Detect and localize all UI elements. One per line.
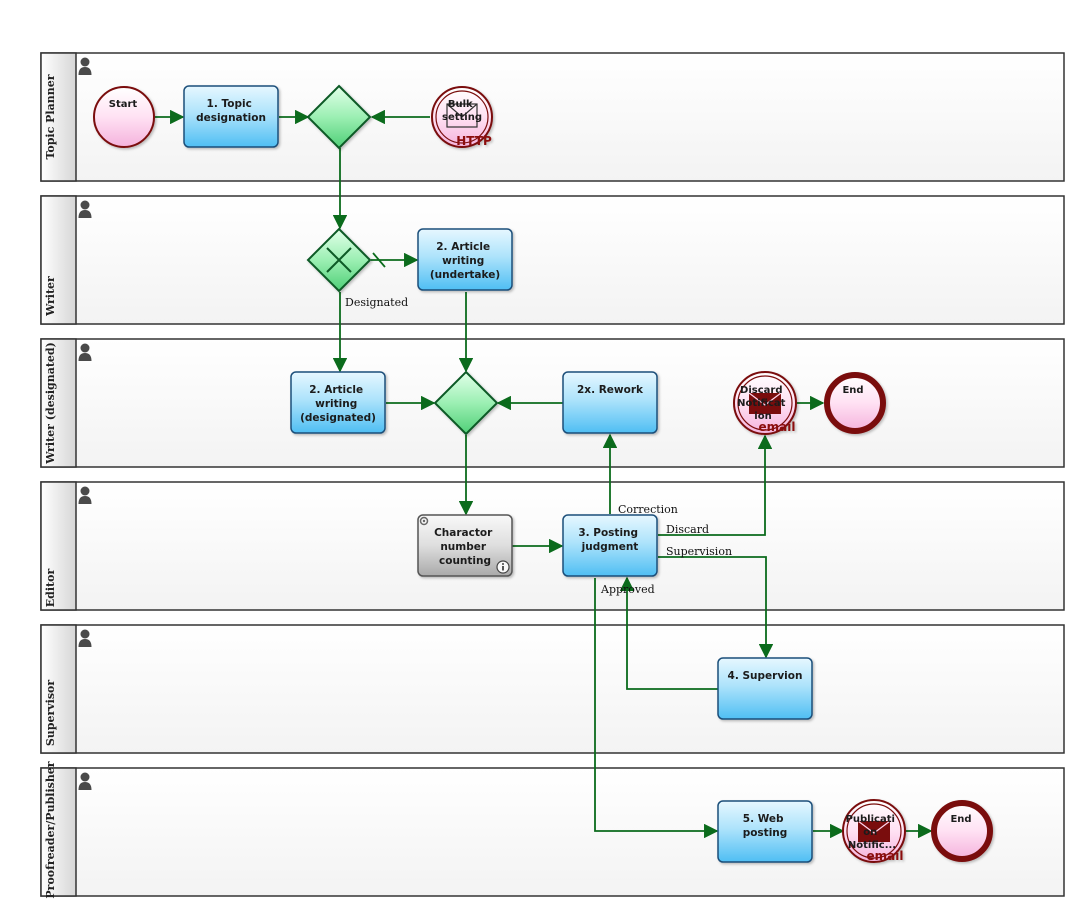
task-label-line: 2x. Rework — [577, 384, 644, 396]
task-posting-judgment[interactable]: 3. Posting judgment — [562, 514, 658, 577]
lane-title-supervisor: Supervisor — [44, 680, 57, 747]
lane-writer: Writer — [40, 195, 1065, 325]
svg-text:2. Article writing: 2. Article writing (designated) — [300, 384, 376, 424]
start-event-label: Start — [109, 99, 138, 110]
event-label-line: Discard — [740, 385, 782, 396]
flow-label-approved: Approved — [600, 583, 655, 596]
svg-text:2. Article writing: 2. Article writing (undertake) — [430, 241, 500, 281]
task-label-line: designation — [196, 112, 266, 124]
flow-label-supervision: Supervision — [666, 545, 732, 558]
user-icon — [78, 772, 92, 790]
parallel-gateway-top[interactable] — [306, 84, 372, 150]
event-label-line: ion — [754, 411, 771, 422]
svg-text:4. Supervion: 4. Supervion — [728, 670, 803, 682]
lane-title-writer: Writer — [44, 276, 57, 317]
sequence-flows — [155, 109, 933, 839]
flow-label-discard: Discard — [666, 523, 709, 536]
flow-label-designated: Designated — [345, 296, 408, 309]
end-event-label: End — [950, 814, 971, 825]
end-event-label: End — [842, 385, 863, 396]
envelope-icon — [446, 103, 478, 128]
flow-supervion-to-judgment[interactable] — [619, 576, 718, 690]
task-label-line: (designated) — [300, 412, 376, 424]
end-event-discard[interactable]: End — [824, 372, 886, 434]
task-label-line: Charactor — [434, 527, 493, 539]
task-label-line: number — [440, 541, 487, 553]
start-event[interactable]: Start — [93, 86, 155, 148]
task-rework[interactable]: 2x. Rework — [562, 371, 658, 434]
task-label-line: 2. Article — [309, 384, 363, 396]
svg-text:1. Topic designation: 1. Topic designation — [196, 98, 266, 124]
task-label-line: writing — [442, 255, 484, 267]
event-label-line: setting — [442, 112, 482, 123]
lane-title-writer-designated: Writer (designated) — [44, 342, 57, 465]
task-char-count[interactable]: Charactor number counting — [417, 514, 513, 577]
exclusive-gateway-writer[interactable] — [306, 227, 372, 293]
svg-text:Bulk setting: Bulk setting — [442, 99, 482, 123]
flow-judgment-to-supervion[interactable] — [658, 556, 774, 659]
user-icon — [78, 629, 92, 647]
task-label-line: 1. Topic — [207, 98, 252, 110]
svg-text:Publicati on Notif: Publicati on Notific... — [846, 814, 899, 851]
flow-label-correction: Correction — [618, 503, 678, 516]
flow-judgment-to-discard[interactable] — [658, 434, 773, 536]
task-label-line: judgment — [581, 541, 639, 553]
default-flow-slash — [372, 252, 386, 268]
task-label-line: 2. Article — [436, 241, 490, 253]
event-label-line: Publicati — [846, 814, 895, 825]
email-badge: email — [867, 849, 904, 863]
task-label-line: (undertake) — [430, 269, 500, 281]
lane-title-editor: Editor — [44, 569, 57, 608]
svg-text:2x. Rework: 2x. Rework — [577, 384, 644, 396]
publication-notification-event[interactable]: Publicati on Notific... email — [842, 799, 906, 863]
merge-gateway[interactable] — [433, 370, 499, 436]
http-badge: HTTP — [456, 134, 492, 148]
svg-text:5. Web posting: 5. Web posting — [743, 813, 788, 839]
svg-text:Charactor number c: Charactor number counting — [434, 527, 496, 567]
end-event-publish[interactable]: End — [931, 800, 993, 862]
lane-title-topic-planner: Topic Planner — [44, 74, 57, 159]
user-icon — [78, 200, 92, 218]
event-label-line: Bulk — [448, 99, 473, 110]
envelope-icon — [857, 820, 891, 842]
task-topic-designation[interactable]: 1. Topic designation — [183, 85, 279, 148]
user-icon — [78, 486, 92, 504]
lane-supervisor: Supervisor — [40, 624, 1065, 754]
envelope-icon — [748, 392, 782, 414]
exclusive-x-icon — [326, 247, 352, 273]
task-label-line: counting — [439, 555, 491, 567]
lane-title-proofreader-publisher: Proofreader/Publisher — [44, 761, 57, 898]
task-label-line: writing — [315, 398, 357, 410]
gear-icon — [419, 516, 429, 526]
svg-text:3. Posting judgment: 3. Posting judgment — [578, 527, 641, 553]
task-article-undertake[interactable]: 2. Article writing (undertake) — [417, 228, 513, 291]
bulk-setting-event[interactable]: Bulk setting HTTP — [431, 86, 493, 148]
discard-notification-event[interactable]: Discard Notificat ion email — [733, 371, 797, 435]
event-label-line: Notific... — [848, 840, 896, 851]
info-icon[interactable] — [496, 560, 510, 574]
task-label-line: posting — [743, 827, 788, 839]
event-label-line: Notificat — [737, 398, 786, 409]
user-icon — [78, 343, 92, 361]
flow-judgment-to-web[interactable] — [594, 578, 719, 839]
task-label-line: 4. Supervion — [728, 670, 803, 682]
task-label-line: 5. Web — [743, 813, 784, 825]
task-article-designated[interactable]: 2. Article writing (designated) — [290, 371, 386, 434]
task-web-posting[interactable]: 5. Web posting — [717, 800, 813, 863]
lane-proofreader-publisher: Proofreader/Publisher — [40, 761, 1065, 899]
task-supervion[interactable]: 4. Supervion — [717, 657, 813, 720]
user-icon — [78, 57, 92, 75]
email-badge: email — [759, 420, 796, 434]
event-label-line: on — [863, 827, 877, 838]
task-label-line: 3. Posting — [578, 527, 638, 539]
svg-text:Discard Notificat: Discard Notificat ion — [737, 385, 789, 422]
